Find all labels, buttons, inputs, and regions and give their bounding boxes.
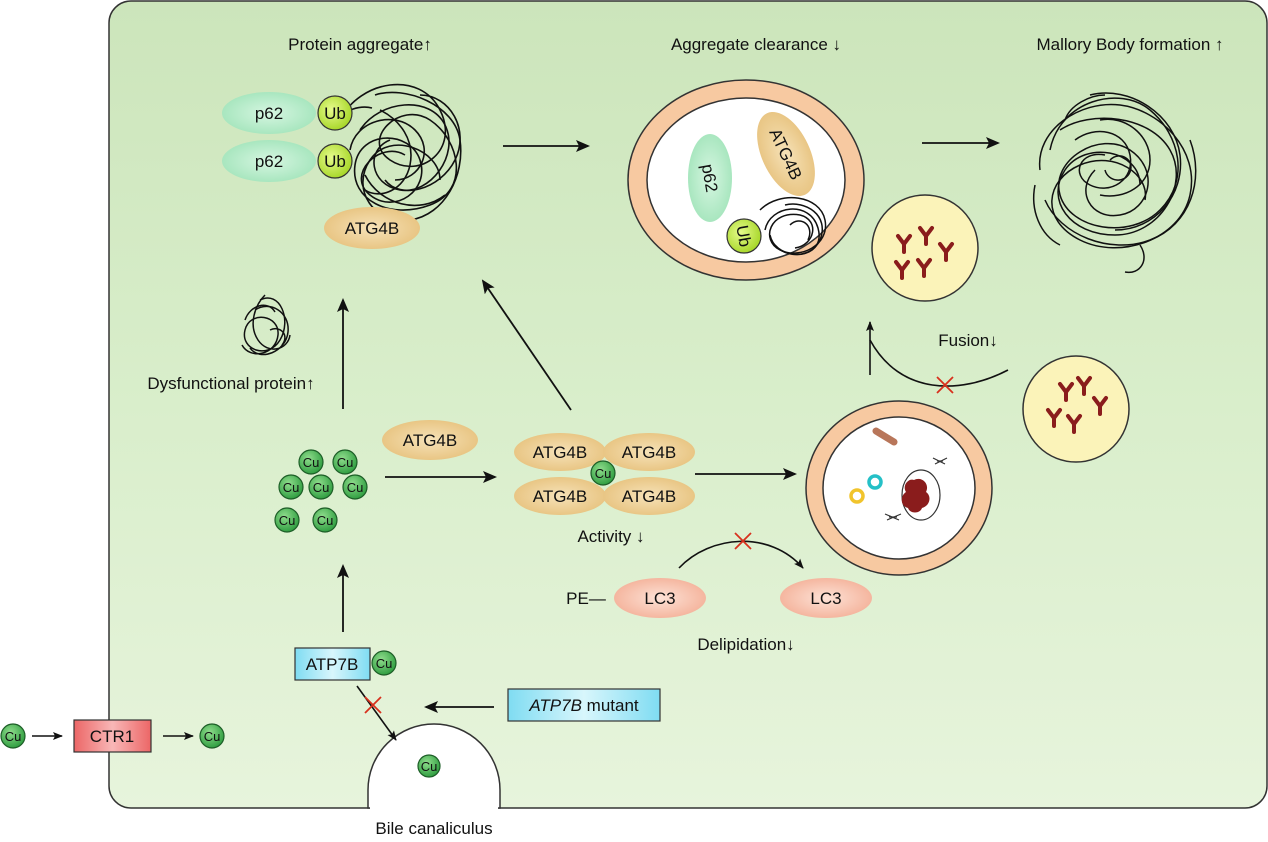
svg-text:Cu: Cu xyxy=(421,759,438,774)
atg4b-unit: ATG4B xyxy=(603,433,695,471)
atg4b-unit: ATG4B xyxy=(603,477,695,515)
atp7b-mutant-box: ATP7B mutant xyxy=(507,688,661,722)
atg4b-unit: ATG4B xyxy=(514,433,606,471)
svg-text:Cu: Cu xyxy=(5,729,22,744)
svg-text:ATG4B: ATG4B xyxy=(345,219,399,238)
cu-ion: Cu xyxy=(278,474,304,500)
cu-ion: Cu xyxy=(308,474,334,500)
svg-text:p62: p62 xyxy=(255,152,283,171)
cu-ion: Cu xyxy=(342,474,368,500)
dysfunctional-protein-tangle xyxy=(241,294,291,356)
bile-canaliculus-label: Bile canaliculus xyxy=(375,819,492,838)
svg-text:ATG4B: ATG4B xyxy=(622,487,676,506)
svg-text:Cu: Cu xyxy=(279,513,296,528)
svg-text:Cu: Cu xyxy=(376,656,393,671)
cu-ion-imported: Cu xyxy=(199,723,225,749)
svg-text:CTR1: CTR1 xyxy=(90,727,134,746)
cu-ion: Cu xyxy=(312,507,338,533)
svg-text:ATG4B: ATG4B xyxy=(533,487,587,506)
aggregate-in-autophagosome xyxy=(759,196,827,256)
svg-text:Ub: Ub xyxy=(324,104,346,123)
delipidation-arrow xyxy=(678,540,804,569)
svg-text:LC3: LC3 xyxy=(644,589,675,608)
p62-protein-2: p62 xyxy=(222,140,316,182)
atg4b-in-autophagosome: ATG4B xyxy=(757,111,815,197)
cu-ion-bound: Cu xyxy=(590,460,616,486)
svg-text:Cu: Cu xyxy=(303,455,320,470)
protein-aggregate-heading: Protein aggregate↑ xyxy=(288,35,432,54)
cu-ion: Cu xyxy=(298,449,324,475)
cu-ion-atp7b: Cu xyxy=(371,650,397,676)
cu-ion: Cu xyxy=(332,449,358,475)
fusion-label: Fusion↓ xyxy=(938,331,998,350)
mallory-body-tangle xyxy=(1033,92,1197,274)
ubiquitin-2: Ub xyxy=(317,143,353,179)
lysosome-right xyxy=(1022,355,1130,463)
atg4b-free: ATG4B xyxy=(382,420,478,460)
svg-text:Cu: Cu xyxy=(313,480,330,495)
activity-label: Activity ↓ xyxy=(577,527,644,546)
aggregate-clearance-heading: Aggregate clearance ↓ xyxy=(671,35,841,54)
svg-text:ATG4B: ATG4B xyxy=(622,443,676,462)
svg-text:Cu: Cu xyxy=(337,455,354,470)
arrow-atp7b-to-canaliculus xyxy=(356,685,397,741)
svg-text:Ub: Ub xyxy=(324,152,346,171)
cu-ion: Cu xyxy=(274,507,300,533)
p62-in-autophagosome: p62 xyxy=(688,134,732,222)
atg4b-tetramer: ATG4B ATG4B ATG4B ATG4B Cu xyxy=(514,433,695,515)
svg-text:ATP7B: ATP7B xyxy=(306,655,359,674)
atp7b-block-cross xyxy=(364,696,382,714)
svg-text:Cu: Cu xyxy=(595,466,612,481)
svg-text:ATP7B mutant: ATP7B mutant xyxy=(528,696,639,715)
ubiquitin-in-autophagosome: Ub xyxy=(726,218,762,254)
delipidation-block-cross xyxy=(734,532,752,550)
fusion-arrow xyxy=(866,321,1009,387)
svg-text:Cu: Cu xyxy=(283,480,300,495)
copper-cluster: Cu Cu Cu Cu Cu Cu Cu xyxy=(274,449,368,533)
atg4b-unit: ATG4B xyxy=(514,477,606,515)
svg-text:p62: p62 xyxy=(698,162,722,193)
svg-text:p62: p62 xyxy=(255,104,283,123)
mallory-body-heading: Mallory Body formation ↑ xyxy=(1036,35,1223,54)
cu-ion-canaliculus: Cu xyxy=(417,754,441,778)
p62-protein-1: p62 xyxy=(222,92,316,134)
atp7b-transporter: ATP7B xyxy=(294,647,371,681)
pe-label: PE— xyxy=(566,589,606,608)
ubiquitin-1: Ub xyxy=(317,95,353,131)
svg-text:Cu: Cu xyxy=(347,480,364,495)
fusion-block-cross xyxy=(936,376,954,394)
lysosome-upper xyxy=(871,194,979,302)
cu-ion-outside: Cu xyxy=(0,723,26,749)
autophagosome-organelles xyxy=(805,400,993,576)
svg-text:ATG4B: ATG4B xyxy=(533,443,587,462)
delipidation-label: Delipidation↓ xyxy=(697,635,794,654)
atg4b-aggregate: ATG4B xyxy=(324,207,420,249)
svg-text:Cu: Cu xyxy=(317,513,334,528)
svg-text:LC3: LC3 xyxy=(810,589,841,608)
ctr1-transporter: CTR1 xyxy=(73,719,152,753)
lc3-lipidated: LC3 xyxy=(614,578,706,618)
svg-text:Cu: Cu xyxy=(204,729,221,744)
svg-text:Ub: Ub xyxy=(732,224,754,249)
arrow-atg4b-to-aggregate xyxy=(481,279,572,411)
dysfunctional-protein-label: Dysfunctional protein↑ xyxy=(147,374,314,393)
lc3-free: LC3 xyxy=(780,578,872,618)
svg-text:ATG4B: ATG4B xyxy=(403,431,457,450)
